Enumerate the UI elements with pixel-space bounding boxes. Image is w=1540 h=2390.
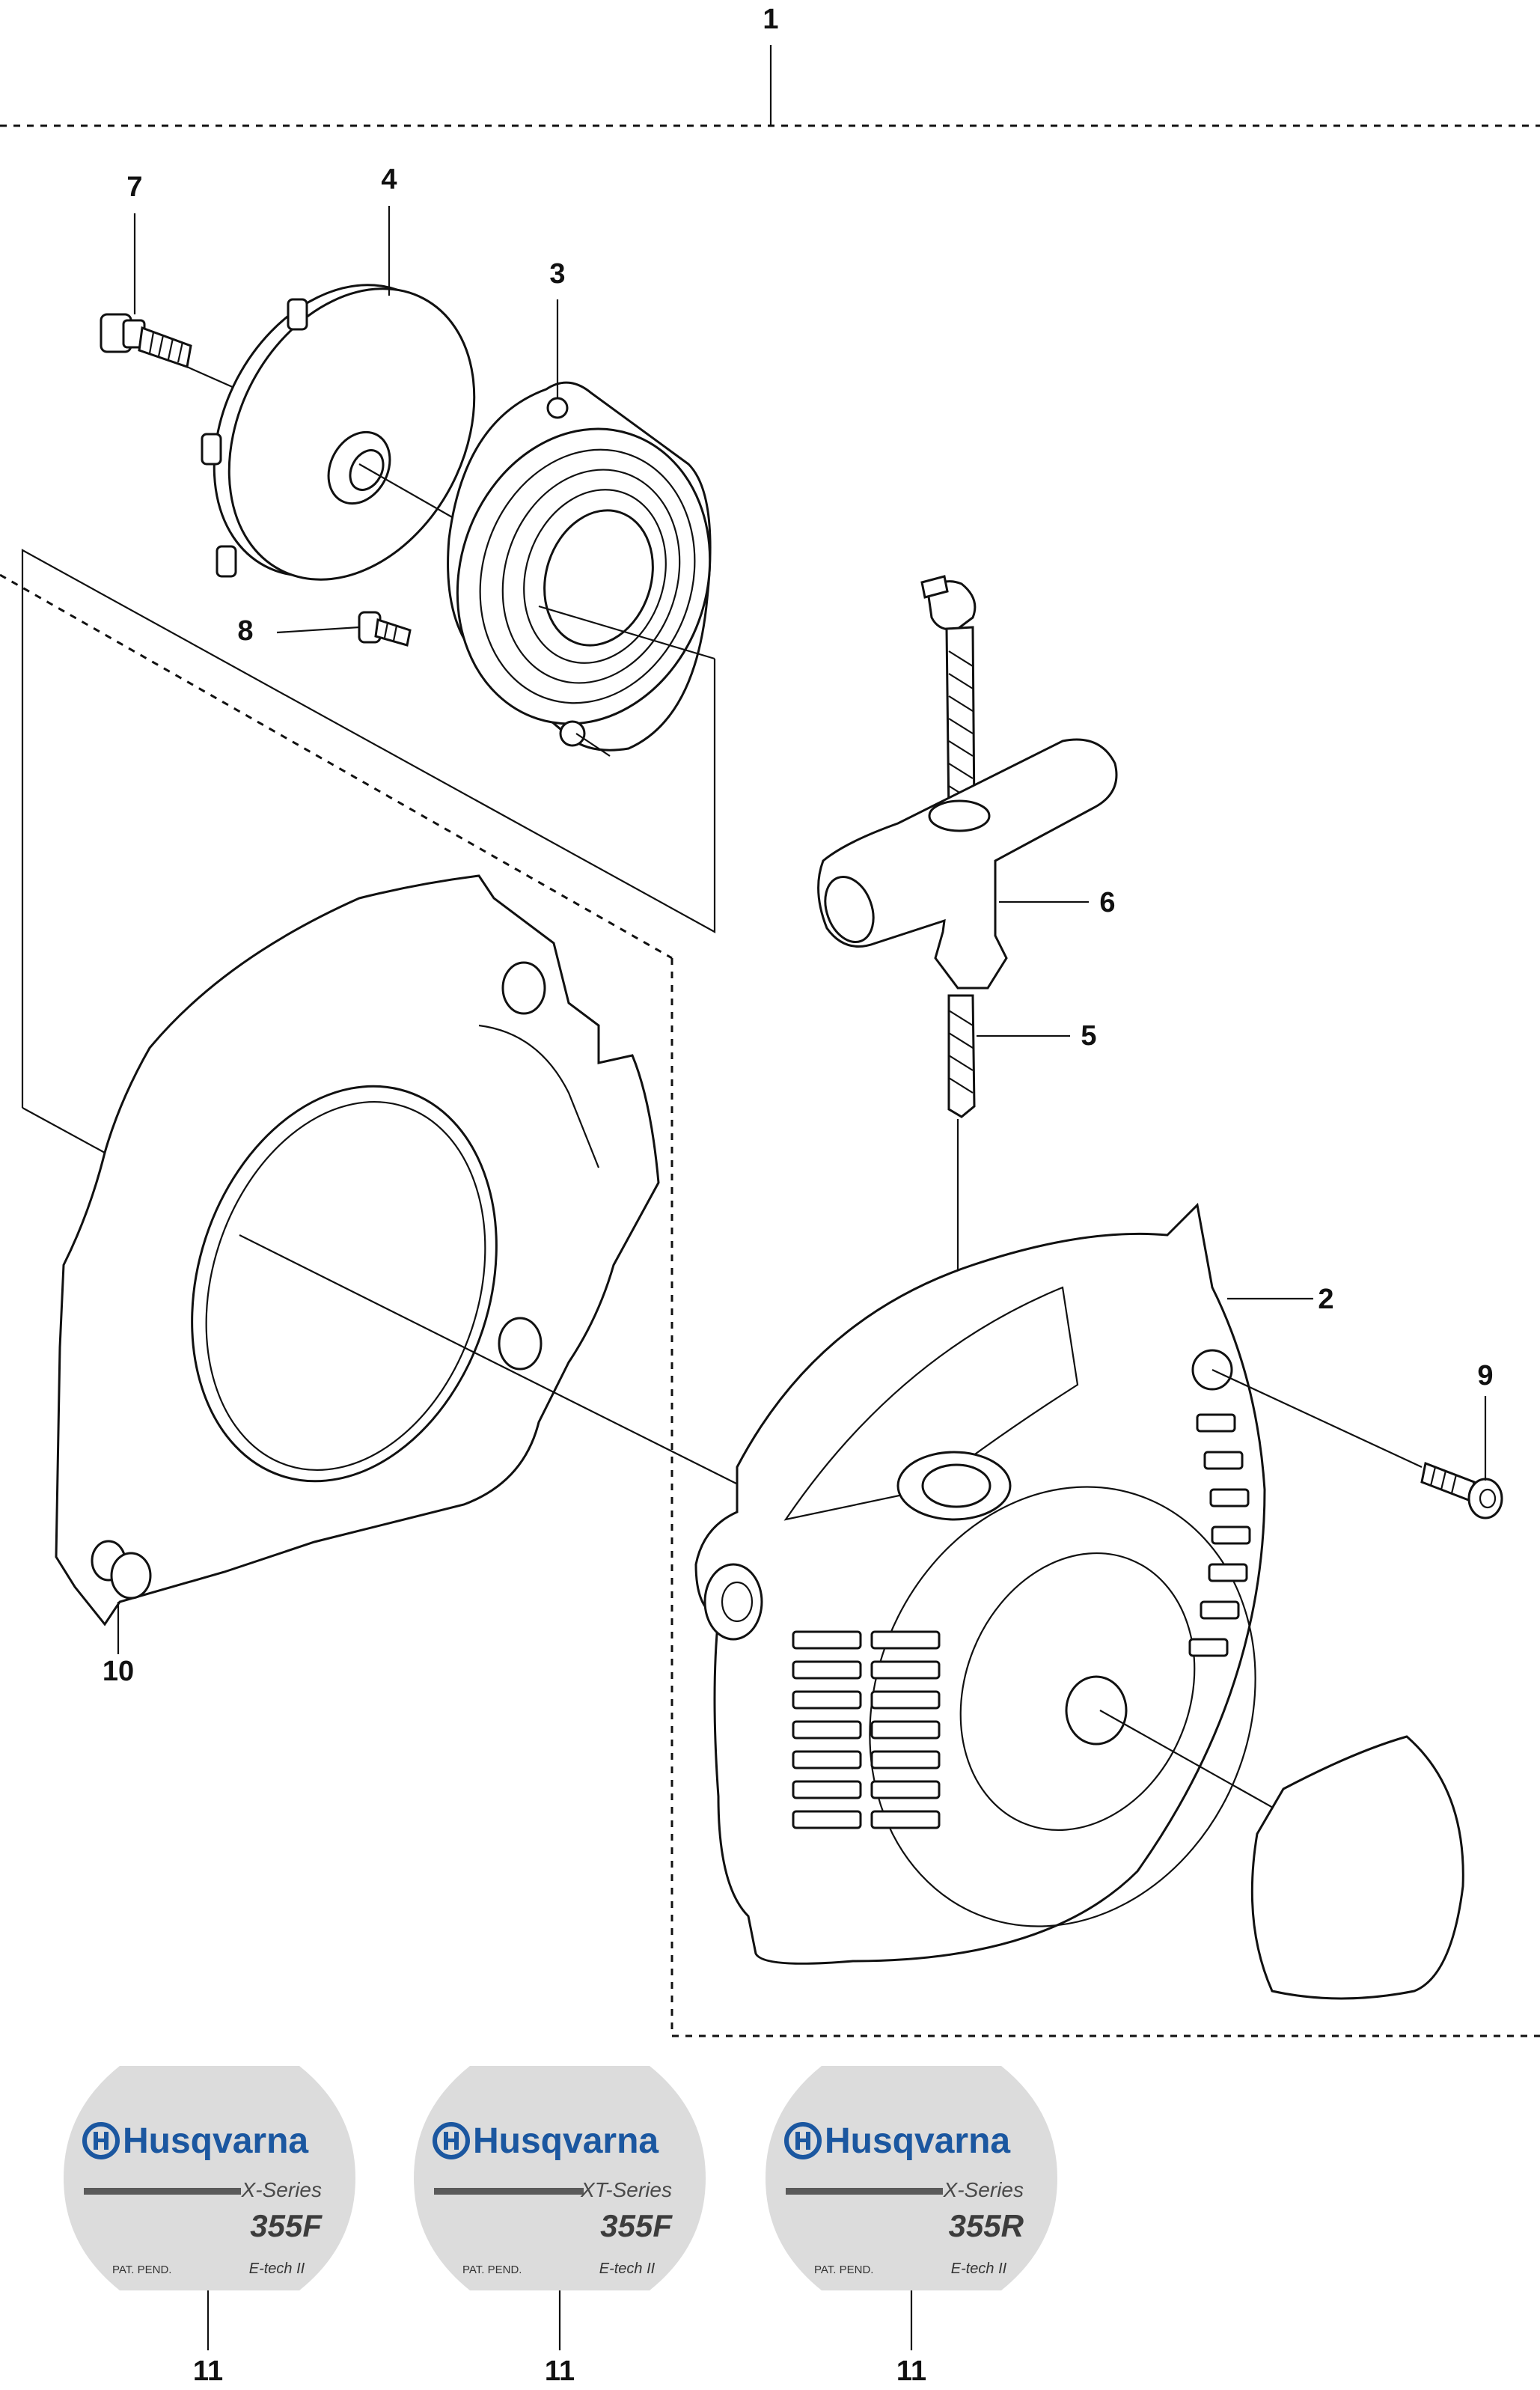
- decal-model: 355R: [949, 2208, 1024, 2243]
- part-2-starter-cover: [694, 1202, 1423, 1965]
- decal-brand: Husqvarna: [473, 2121, 659, 2161]
- callout-3: 3: [549, 258, 565, 290]
- husqvarna-crown-h-icon: [433, 2122, 470, 2159]
- callout-8: 8: [237, 615, 253, 647]
- callout-7: 7: [126, 171, 142, 203]
- decal-brand: Husqvarna: [123, 2121, 308, 2161]
- decal-model: 355F: [250, 2208, 323, 2243]
- callout-6: 6: [1099, 887, 1115, 918]
- part-9-screw: [1420, 1396, 1503, 1519]
- vent-slots: [792, 1413, 1251, 1829]
- callout-5: 5: [1081, 1020, 1096, 1052]
- callout-9: 9: [1477, 1360, 1493, 1391]
- callout-11-a: 11: [193, 2356, 223, 2387]
- decal-11-c: Husqvarna X-Series 355R PAT. PEND. E-tec…: [766, 2066, 1057, 2290]
- part-4-pulley: [201, 284, 476, 581]
- part-3-spring-cassette: [447, 381, 715, 757]
- decal-series: X-Series: [943, 2178, 1024, 2201]
- husqvarna-crown-h-icon: [784, 2122, 822, 2159]
- callout-labels: 1 7 4 3 8 6 5 2 9 10 11 11 11: [103, 4, 1494, 2387]
- callout-4: 4: [381, 164, 397, 195]
- part-6-5-handle-rope: [817, 575, 1118, 1490]
- callout-10: 10: [103, 1656, 134, 1687]
- decal-brand: Husqvarna: [825, 2121, 1010, 2161]
- decal-series: XT-Series: [580, 2178, 672, 2201]
- decal-pat: PAT. PEND.: [814, 2264, 873, 2276]
- decal-tech: E-tech II: [599, 2261, 656, 2277]
- decal-tech: E-tech II: [951, 2261, 1007, 2277]
- decal-11-b: Husqvarna XT-Series 355F PAT. PEND. E-te…: [414, 2066, 706, 2290]
- guide-frame: [21, 549, 716, 1153]
- decal-pat: PAT. PEND.: [112, 2264, 171, 2276]
- callout-1: 1: [763, 4, 778, 35]
- decal-series: X-Series: [241, 2178, 322, 2201]
- decal-11-a: Husqvarna X-Series 355F PAT. PEND. E-tec…: [64, 2066, 355, 2290]
- callout-11-b: 11: [545, 2356, 575, 2387]
- cover-decal: [1250, 1735, 1464, 2000]
- callout-11-c: 11: [896, 2356, 926, 2387]
- part-10-fan-housing: [55, 874, 749, 1654]
- decal-tech: E-tech II: [249, 2261, 305, 2277]
- callout-2: 2: [1318, 1284, 1333, 1315]
- part-7-screw: [100, 313, 255, 398]
- assembly-boundary: [0, 45, 1540, 2037]
- decal-pat: PAT. PEND.: [462, 2264, 522, 2276]
- part-8-screw: [276, 611, 412, 647]
- decal-model: 355F: [600, 2208, 673, 2243]
- husqvarna-crown-h-icon: [82, 2122, 120, 2159]
